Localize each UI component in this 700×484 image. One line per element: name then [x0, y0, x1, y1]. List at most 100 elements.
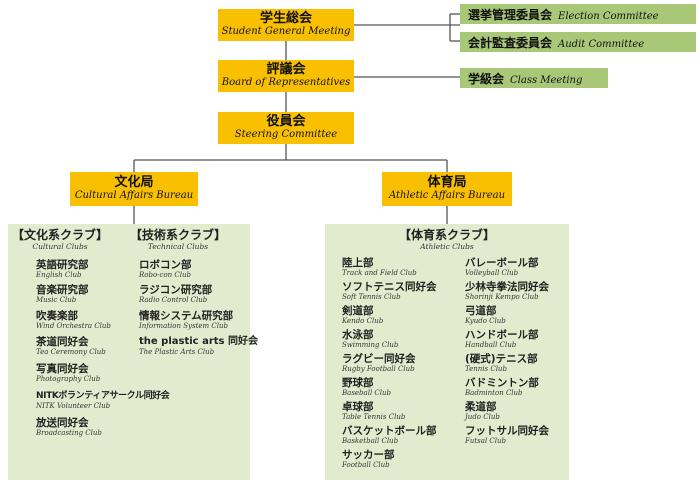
club-name-en: Badminton Club: [465, 389, 523, 397]
club-item: (硬式)テニス部 Tennis Club: [465, 353, 538, 373]
club-name-en: Kendo Club: [342, 317, 384, 325]
club-item: フットサル同好会 Futsal Club: [465, 425, 549, 445]
club-item: 少林寺拳法同好会 Shorinji Kempo Club: [465, 281, 549, 301]
cultural-clubs-title: 【文化系クラブ】: [12, 228, 109, 242]
club-name: 放送同好会: [36, 417, 89, 429]
technical-clubs-heading: 【技術系クラブ】 Technical Clubs: [130, 228, 226, 251]
steering-box: 役員会 Steering Committee: [218, 112, 354, 144]
club-name: 音楽研究部: [36, 284, 89, 296]
club-name-en: Kyudo Club: [465, 317, 506, 325]
cultural-panel: 【文化系クラブ】 Cultural Clubs 【技術系クラブ】 Technic…: [8, 224, 258, 480]
club-name: バスケットボール部: [342, 425, 437, 437]
club-item: 陸上部 Track and Field Club: [342, 257, 417, 277]
club-name-en: Handball Club: [465, 341, 517, 349]
club-name: 卓球部: [342, 401, 374, 413]
general-meeting-jp: 学生総会: [259, 11, 312, 26]
club-name: 情報システム研究部: [139, 310, 234, 322]
club-name-en: Tea Ceremony Club: [36, 348, 106, 356]
club-name: ハンドボール部: [465, 329, 539, 341]
club-item: 放送同好会 Broadcasting Club: [36, 417, 102, 437]
athletic-bureau-jp: 体育局: [427, 175, 467, 190]
club-item: バレーボール部 Volleyball Club: [465, 257, 539, 277]
club-name: ラジコン研究部: [139, 284, 213, 296]
club-name: バレーボール部: [465, 257, 539, 269]
club-name: (硬式)テニス部: [465, 353, 538, 365]
club-item: 吹奏楽部 Wind Orchestra Club: [36, 310, 111, 330]
club-name: 剣道部: [342, 305, 374, 317]
election-committee-jp: 選挙管理委員会: [468, 8, 553, 22]
club-name-en: Tennis Club: [465, 365, 507, 373]
club-name-en: Swimming Club: [342, 341, 399, 349]
club-name: ラグビー同好会: [342, 353, 416, 365]
club-name: 少林寺拳法同好会: [465, 281, 549, 293]
club-item: バドミントン部 Badminton Club: [465, 377, 539, 397]
club-name: 陸上部: [342, 257, 374, 269]
steering-jp: 役員会: [266, 114, 306, 129]
club-name: 弓道部: [465, 305, 497, 317]
club-item: 茶道同好会 Tea Ceremony Club: [36, 336, 106, 356]
general-meeting-en: Student General Meeting: [221, 26, 351, 37]
club-name-en: Baseball Club: [342, 389, 391, 397]
audit-committee-en: Audit Committee: [558, 39, 645, 50]
general-meeting-box: 学生総会 Student General Meeting: [218, 9, 354, 41]
election-committee-box: 選挙管理委員会 Election Committee: [460, 4, 696, 24]
cultural-bureau-box: 文化局 Cultural Affairs Bureau: [70, 172, 198, 206]
club-item: 野球部 Baseball Club: [342, 377, 391, 397]
club-name: 茶道同好会: [36, 336, 89, 348]
club-name-en: Volleyball Club: [465, 269, 519, 277]
club-name-en: Soft Tennis Club: [342, 293, 401, 301]
club-name-en: Wind Orchestra Club: [36, 322, 111, 330]
class-meeting-jp: 学級会: [468, 72, 505, 86]
club-name-en: Futsal Club: [465, 437, 506, 445]
cultural-bureau-jp: 文化局: [114, 175, 154, 190]
athletic-bureau-box: 体育局 Athletic Affairs Bureau: [382, 172, 512, 206]
club-name-en: Table Tennis Club: [342, 413, 406, 421]
class-meeting-en: Class Meeting: [510, 75, 583, 86]
club-name-en: Music Club: [36, 296, 77, 304]
club-name-en: Photography Club: [36, 375, 101, 383]
club-name: 野球部: [342, 377, 374, 389]
club-name: the plastic arts 同好会: [139, 336, 258, 347]
class-meeting-box: 学級会 Class Meeting: [460, 68, 608, 88]
club-item: 音楽研究部 Music Club: [36, 284, 89, 304]
club-item: NITKボランティアサークル同好会 NITK Volunteer Club: [36, 390, 170, 410]
club-name: 吹奏楽部: [36, 310, 78, 322]
athletic-clubs-heading: 【体育系クラブ】 Athletic Clubs: [325, 228, 569, 251]
club-name: 水泳部: [342, 329, 374, 341]
club-name: 写真同好会: [36, 363, 89, 375]
cultural-bureau-en: Cultural Affairs Bureau: [74, 190, 194, 201]
club-item: 水泳部 Swimming Club: [342, 329, 398, 349]
club-name: 柔道部: [465, 401, 497, 413]
board-en: Board of Representatives: [221, 77, 351, 88]
athletic-panel: 【体育系クラブ】 Athletic Clubs 陸上部 Track and Fi…: [325, 224, 569, 480]
election-committee-en: Election Committee: [558, 11, 659, 22]
club-name: ロボコン部: [139, 259, 192, 271]
athletic-bureau-en: Athletic Affairs Bureau: [388, 190, 506, 201]
club-item: 英語研究部 English Club: [36, 259, 89, 279]
club-name-en: Shorinji Kempo Club: [465, 293, 539, 301]
club-name-en: Information System Club: [139, 322, 228, 330]
audit-committee-jp: 会計監査委員会: [468, 36, 553, 50]
club-item: 情報システム研究部 Information System Club: [139, 310, 233, 330]
cultural-clubs-subtitle: Cultural Clubs: [32, 242, 88, 251]
club-name-en: Basketball Club: [342, 437, 399, 445]
steering-en: Steering Committee: [234, 129, 338, 140]
club-name-en: NITK Volunteer Club: [36, 402, 111, 410]
club-name-en: Rugby Football Club: [342, 365, 415, 373]
club-item: the plastic arts 同好会 The Plastic Arts Cl…: [139, 336, 258, 356]
club-name-en: Judo Club: [465, 413, 500, 421]
cultural-clubs-heading: 【文化系クラブ】 Cultural Clubs: [12, 228, 108, 251]
club-item: 柔道部 Judo Club: [465, 401, 500, 421]
club-item: ハンドボール部 Handball Club: [465, 329, 539, 349]
club-name-en: Radio Control Club: [139, 296, 208, 304]
audit-committee-box: 会計監査委員会 Audit Committee: [460, 32, 696, 52]
club-name-en: English Club: [36, 271, 82, 279]
club-item: サッカー部 Football Club: [342, 449, 395, 469]
athletic-clubs-subtitle: Athletic Clubs: [420, 242, 474, 251]
club-name-en: Robo-con Club: [139, 271, 191, 279]
club-name: ソフトテニス同好会: [342, 281, 437, 293]
athletic-clubs-title: 【体育系クラブ】: [398, 228, 495, 242]
club-item: ラグビー同好会 Rugby Football Club: [342, 353, 416, 373]
club-name-en: Broadcasting Club: [36, 429, 102, 437]
